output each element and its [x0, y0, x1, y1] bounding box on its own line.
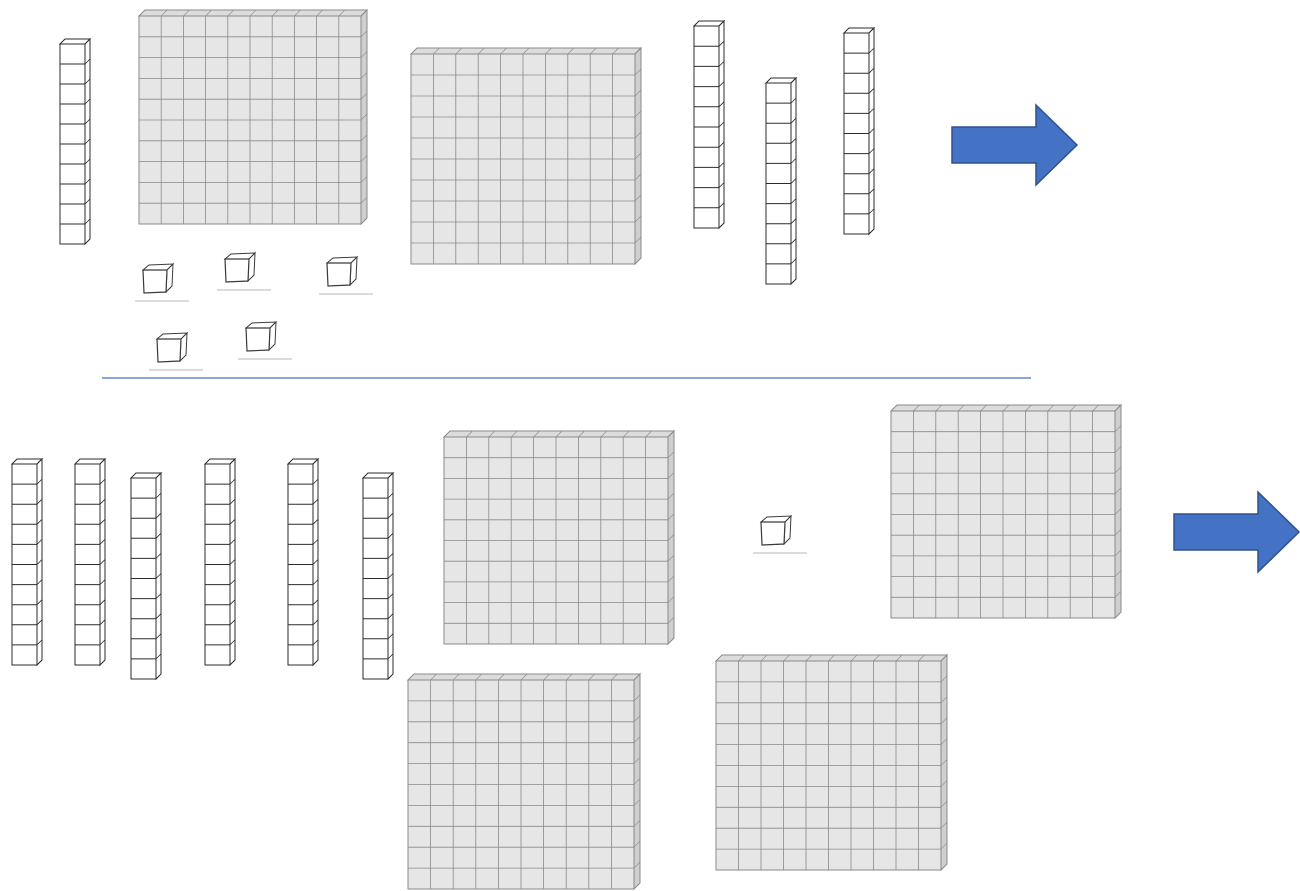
hundred-flat	[716, 655, 947, 870]
ten-rod	[288, 459, 318, 665]
ten-rod	[205, 459, 235, 665]
hundred-flat	[444, 431, 674, 644]
unit-cube	[217, 253, 271, 290]
ten-rod	[75, 459, 105, 665]
unit-cube	[319, 257, 373, 294]
unit-cube	[149, 333, 203, 370]
ten-rod	[12, 459, 42, 665]
unit-cube	[753, 516, 807, 553]
right-arrow	[1174, 492, 1299, 572]
hundred-flat	[408, 674, 640, 889]
unit-cube	[135, 264, 189, 301]
ten-rod	[60, 39, 90, 244]
ten-rod	[363, 473, 393, 679]
hundred-flat	[139, 10, 367, 224]
hundred-flat	[411, 48, 641, 264]
ten-rod	[131, 473, 161, 679]
hundred-flat	[891, 405, 1121, 618]
ten-rod	[844, 28, 874, 234]
ten-rod	[766, 78, 796, 284]
right-arrow	[952, 105, 1077, 185]
unit-cube	[238, 322, 292, 359]
ten-rod	[694, 21, 724, 228]
